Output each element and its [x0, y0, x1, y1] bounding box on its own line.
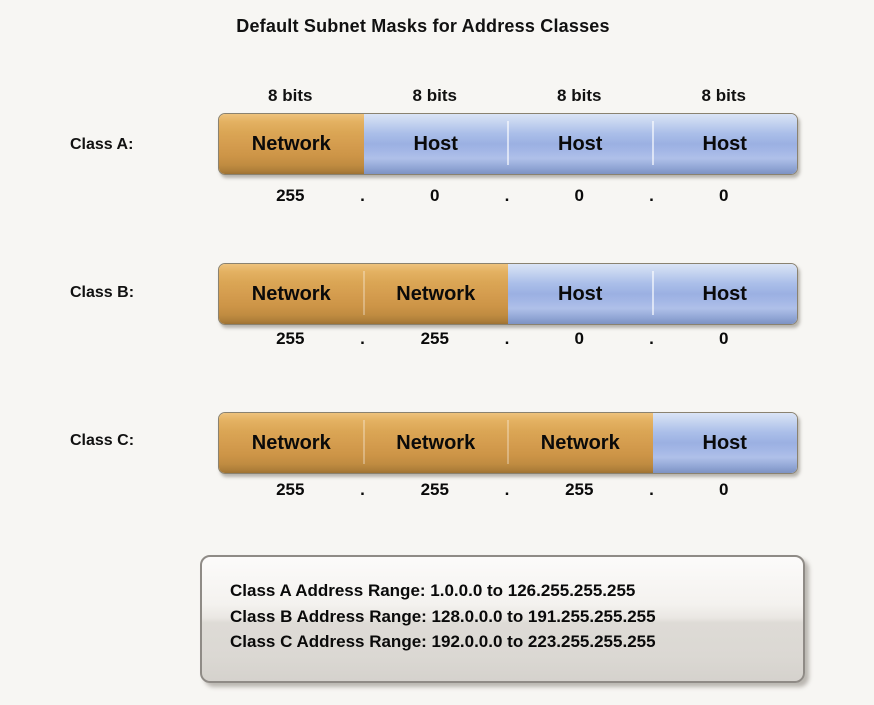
class-c-octet-network: Network — [507, 413, 653, 473]
class-b-address-range: Class B Address Range: 128.0.0.0 to 191.… — [230, 606, 656, 626]
class-a-octet-host: Host — [363, 114, 508, 174]
class-c-octet-network: Network — [219, 413, 364, 473]
mask-octet-value: 255 — [420, 480, 449, 499]
mask-octet-value: 0 — [719, 480, 729, 499]
mask-octet-value: 255 — [276, 329, 305, 348]
diagram-title: Default Subnet Masks for Address Classes — [236, 16, 610, 36]
class-a-label: Class A: — [70, 136, 134, 153]
dot-separator: . — [360, 186, 365, 205]
dot-separator: . — [504, 480, 510, 499]
mask-octet-value: 0 — [574, 329, 584, 348]
mask-octet-value: 0 — [719, 329, 729, 348]
class-a-octet-bar: Network Host Host Host — [218, 113, 798, 175]
class-b-octet-network: Network — [219, 264, 364, 324]
dot-separator: . — [504, 186, 510, 205]
dot-separator: . — [649, 480, 654, 499]
class-c-octet-bar: Network Network Network Host — [218, 412, 798, 474]
bit-label: 8 bits — [701, 86, 746, 105]
dot-separator: . — [649, 329, 654, 348]
dot-separator: . — [360, 329, 365, 348]
class-c-mask-values: 255 255 255 0 . . . — [218, 479, 796, 501]
class-c-label: Class C: — [70, 432, 135, 449]
class-a-octet-network: Network — [219, 114, 364, 174]
class-b-mask-values: 255 255 0 0 . . . — [218, 328, 796, 350]
mask-octet-value: 0 — [719, 186, 729, 205]
mask-octet-value: 255 — [276, 480, 305, 499]
dot-separator: . — [504, 329, 510, 348]
bit-label: 8 bits — [412, 86, 457, 105]
class-b-label: Class B: — [70, 284, 135, 301]
bit-label: 8 bits — [557, 86, 602, 105]
mask-octet-value: 0 — [430, 186, 440, 205]
class-c-address-range: Class C Address Range: 192.0.0.0 to 223.… — [230, 632, 656, 651]
bit-label: 8 bits — [268, 86, 313, 105]
class-a-octet-host: Host — [651, 114, 797, 174]
class-c-octet-network: Network — [362, 413, 508, 473]
mask-octet-value: 255 — [420, 329, 449, 348]
dot-separator: . — [649, 186, 654, 205]
class-b-octet-host: Host — [508, 264, 653, 324]
class-b-octet-bar: Network Network Host Host — [218, 263, 798, 325]
class-c-octet-host: Host — [652, 413, 797, 473]
address-range-summary-box: Class A Address Range: 1.0.0.0 to 126.25… — [200, 555, 805, 683]
mask-octet-value: 255 — [565, 480, 594, 499]
class-b-octet-host: Host — [651, 264, 797, 324]
mask-octet-value: 0 — [574, 186, 584, 205]
class-a-octet-host: Host — [507, 114, 653, 174]
class-a-mask-values: 255 0 0 0 . . . — [218, 185, 796, 207]
dot-separator: . — [360, 480, 365, 499]
class-a-address-range: Class A Address Range: 1.0.0.0 to 126.25… — [230, 581, 636, 600]
mask-octet-value: 255 — [276, 186, 305, 205]
bit-width-labels: 8 bits 8 bits 8 bits 8 bits — [218, 86, 796, 106]
class-b-octet-network: Network — [362, 264, 508, 324]
